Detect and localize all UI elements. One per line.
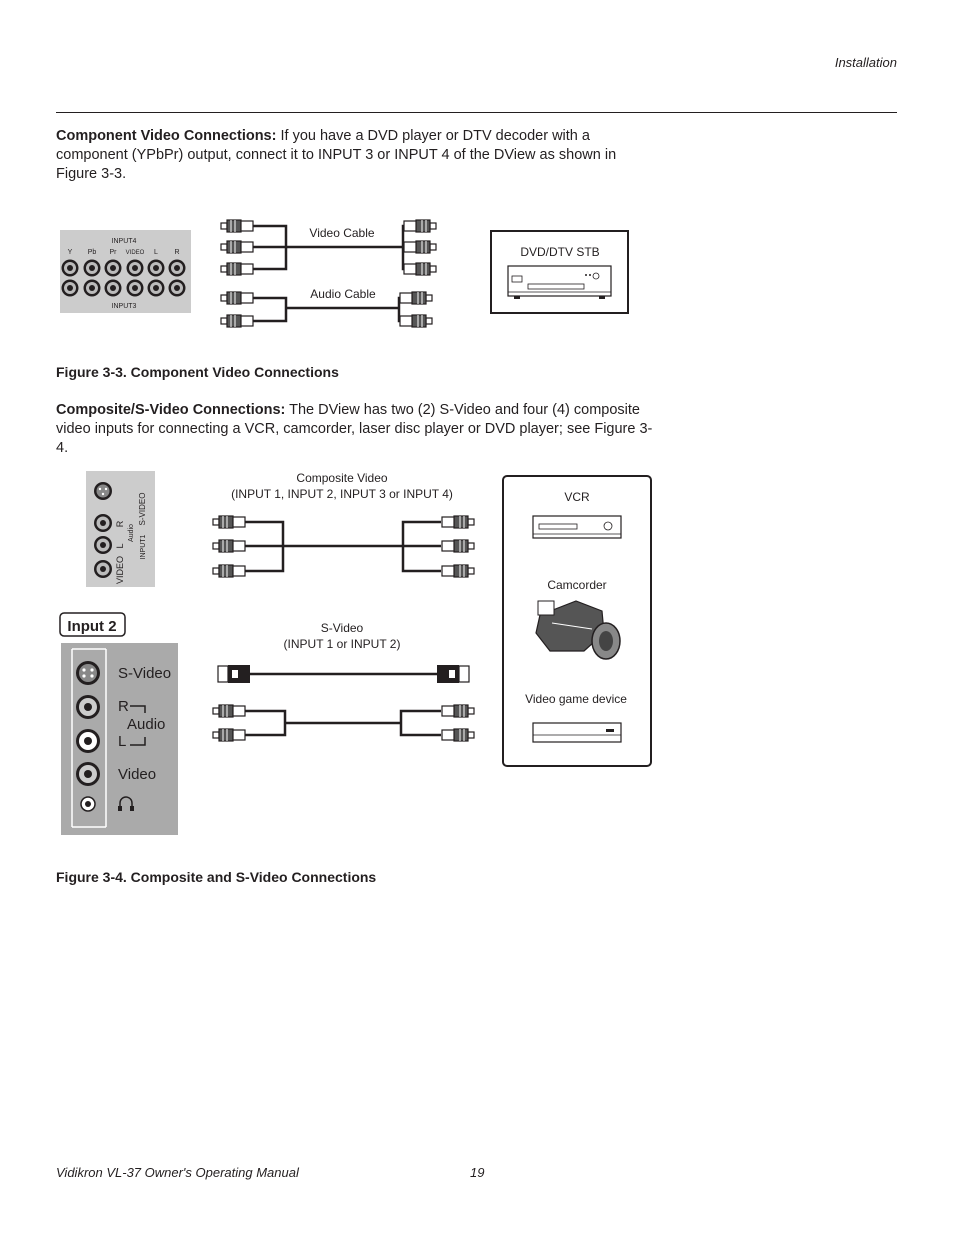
audio-cable-label: Audio Cable bbox=[310, 287, 376, 301]
camcorder-label: Camcorder bbox=[547, 578, 606, 592]
vcr-icon bbox=[532, 515, 622, 539]
component-video-text: If you have a DVD player or DTV decoder … bbox=[56, 128, 617, 182]
svg-text:VIDEO: VIDEO bbox=[126, 250, 145, 256]
composite-svideo-heading: Composite/S-Video Connections: bbox=[56, 402, 286, 418]
headphone-icon bbox=[118, 796, 134, 811]
video-cable: Video Cable bbox=[220, 219, 437, 276]
vcr-label: VCR bbox=[564, 490, 590, 504]
composite-svideo-paragraph: Composite/S-Video Connections: The DView… bbox=[56, 401, 661, 458]
footer-manual-title: Vidikron VL-37 Owner's Operating Manual bbox=[56, 1165, 299, 1180]
figure-3-4-caption: Figure 3-4. Composite and S-Video Connec… bbox=[56, 869, 377, 885]
svideo-inputs-label: (INPUT 1 or INPUT 2) bbox=[284, 637, 401, 651]
footer-page-number: 19 bbox=[470, 1165, 485, 1180]
figure-3-3-caption: Figure 3-3. Component Video Connections bbox=[56, 364, 339, 380]
dvd-dtv-stb-device: DVD/DTV STB bbox=[490, 230, 629, 314]
svg-text:VIDEO: VIDEO bbox=[115, 556, 125, 584]
composite-video-label: Composite Video bbox=[296, 471, 387, 485]
video-game-device-icon bbox=[532, 722, 622, 743]
component-video-paragraph: Component Video Connections: If you have… bbox=[56, 127, 661, 184]
svg-text:Pb: Pb bbox=[88, 249, 97, 256]
input2-badge: Input 2 bbox=[59, 612, 126, 637]
figure-3-3-diagram: INPUT4 Y Pb Pr VIDEO L R INPUT3 Video Ca… bbox=[60, 219, 629, 328]
svg-text:R: R bbox=[174, 249, 179, 256]
header-rule bbox=[56, 112, 897, 113]
svg-text:L: L bbox=[154, 249, 158, 256]
svg-text:INPUT1: INPUT1 bbox=[140, 534, 147, 559]
svg-text:Pr: Pr bbox=[110, 249, 118, 256]
component-input-panel: INPUT4 Y Pb Pr VIDEO L R INPUT3 bbox=[60, 230, 191, 313]
svg-text:Input 2: Input 2 bbox=[67, 618, 116, 635]
composite-svideo-text: The DView has two (2) S-Video and four (… bbox=[56, 402, 653, 456]
svg-text:R: R bbox=[118, 698, 129, 715]
svg-text:Audio: Audio bbox=[128, 524, 135, 542]
video-cable-label: Video Cable bbox=[309, 226, 374, 240]
composite-video-inputs-label: (INPUT 1, INPUT 2, INPUT 3 or INPUT 4) bbox=[231, 487, 453, 501]
source-devices-box: VCR Camcorder Video game device bbox=[502, 475, 652, 767]
svideo-label: S-Video bbox=[321, 621, 364, 635]
svg-text:INPUT4: INPUT4 bbox=[112, 238, 137, 245]
figure-3-4-diagram: S-VIDEO R L Audio VIDEO INPUT1 Input 2 S… bbox=[59, 471, 652, 835]
running-header: Installation bbox=[834, 55, 897, 70]
video-game-device-label: Video game device bbox=[525, 692, 627, 706]
svg-text:Y: Y bbox=[68, 249, 73, 256]
svideo-cable: S-Video (INPUT 1 or INPUT 2) bbox=[212, 621, 475, 742]
camcorder-icon bbox=[535, 600, 621, 660]
svg-text:L: L bbox=[115, 543, 125, 548]
input2-panel: S-Video R Audio L Video bbox=[61, 643, 178, 835]
svg-text:R: R bbox=[115, 520, 125, 527]
audio-cable: Audio Cable bbox=[220, 287, 433, 328]
svg-text:INPUT3: INPUT3 bbox=[112, 303, 137, 310]
svg-text:Audio: Audio bbox=[127, 716, 165, 733]
input1-panel: S-VIDEO R L Audio VIDEO INPUT1 bbox=[86, 471, 155, 587]
component-video-heading: Component Video Connections: bbox=[56, 128, 277, 144]
svg-text:S-VIDEO: S-VIDEO bbox=[138, 493, 147, 526]
svg-text:S-Video: S-Video bbox=[118, 665, 171, 682]
svg-text:DVD/DTV STB: DVD/DTV STB bbox=[520, 245, 599, 259]
composite-cable: Composite Video (INPUT 1, INPUT 2, INPUT… bbox=[212, 471, 475, 578]
svg-text:L: L bbox=[118, 733, 126, 750]
svg-text:Video: Video bbox=[118, 766, 156, 783]
